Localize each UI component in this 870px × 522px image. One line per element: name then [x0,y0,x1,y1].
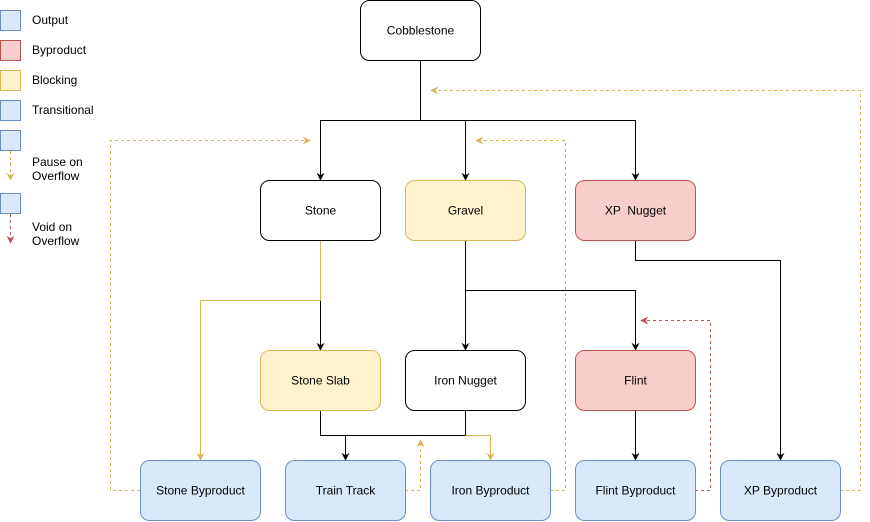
edge-gravel-to-flint [465,290,640,351]
legend-label-void-line1: Void on [32,220,72,234]
node-stone-byproduct-label: Stone Byproduct [156,484,245,498]
node-iron-byproduct-label: Iron Byproduct [451,484,530,498]
legend-swatch-output [0,10,21,31]
node-flint-label: Flint [624,374,647,388]
flow-edges [316,61,785,461]
legend-label-output: Output [32,13,69,27]
node-xp-nugget[interactable]: XP Nugget [575,180,696,241]
edge-iron-nugget-to-train-track [345,411,466,436]
nodes: Cobblestone Stone Gravel XP Nugget Stone… [140,0,841,521]
edge-pause-stone-byproduct-loop [110,136,311,491]
node-flint[interactable]: Flint [575,350,696,411]
node-iron-nugget-label: Iron Nugget [434,374,497,388]
legend-swatch-pause [0,130,21,151]
edge-pause-iron-byproduct-loop [475,136,566,491]
edge-cobblestone-to-xp-nugget [420,120,640,181]
legend-swatch-transitional [0,100,21,121]
legend-swatch-byproduct [0,40,21,61]
node-iron-byproduct[interactable]: Iron Byproduct [430,460,551,521]
node-cobblestone[interactable]: Cobblestone [360,0,481,61]
edge-stone-slab-to-train-track [320,411,350,461]
node-train-track[interactable]: Train Track [285,460,406,521]
node-xp-byproduct[interactable]: XP Byproduct [720,460,841,521]
blocking-edges [196,241,495,461]
legend: Output Byproduct Blocking Transitional P… [0,10,94,248]
legend-label-transitional: Transitional [32,103,94,117]
node-flint-byproduct[interactable]: Flint Byproduct [575,460,696,521]
edge-cobblestone-to-stone [316,61,421,181]
edge-pause-train-track-loop [405,439,425,491]
edge-xp-nugget-to-xp-byproduct [635,241,785,461]
node-stone-slab[interactable]: Stone Slab [260,350,381,411]
legend-label-pause-line1: Pause on [32,155,83,169]
node-stone-byproduct[interactable]: Stone Byproduct [140,460,261,521]
node-xp-byproduct-label: XP Byproduct [744,484,818,498]
overflow-edges [110,86,861,491]
legend-label-void-line2: Overflow [32,234,80,248]
node-iron-nugget[interactable]: Iron Nugget [405,350,526,411]
node-xp-nugget-label: XP Nugget [605,204,667,218]
node-gravel-label: Gravel [448,204,483,218]
node-gravel[interactable]: Gravel [405,180,526,241]
node-stone[interactable]: Stone [260,180,381,241]
node-cobblestone-label: Cobblestone [387,24,455,38]
legend-label-blocking: Blocking [32,73,77,87]
node-train-track-label: Train Track [316,484,377,498]
edge-void-flint-byproduct-loop [640,316,711,491]
legend-label-byproduct: Byproduct [32,43,87,57]
node-stone-label: Stone [305,204,337,218]
node-stone-slab-label: Stone Slab [291,374,350,388]
legend-swatch-blocking [0,70,21,91]
node-flint-byproduct-label: Flint Byproduct [595,484,676,498]
legend-swatch-void [0,193,21,214]
edge-stone-to-stone-byproduct [196,241,321,461]
legend-label-pause-line2: Overflow [32,169,80,183]
edge-iron-nugget-to-iron-byproduct [465,435,495,461]
